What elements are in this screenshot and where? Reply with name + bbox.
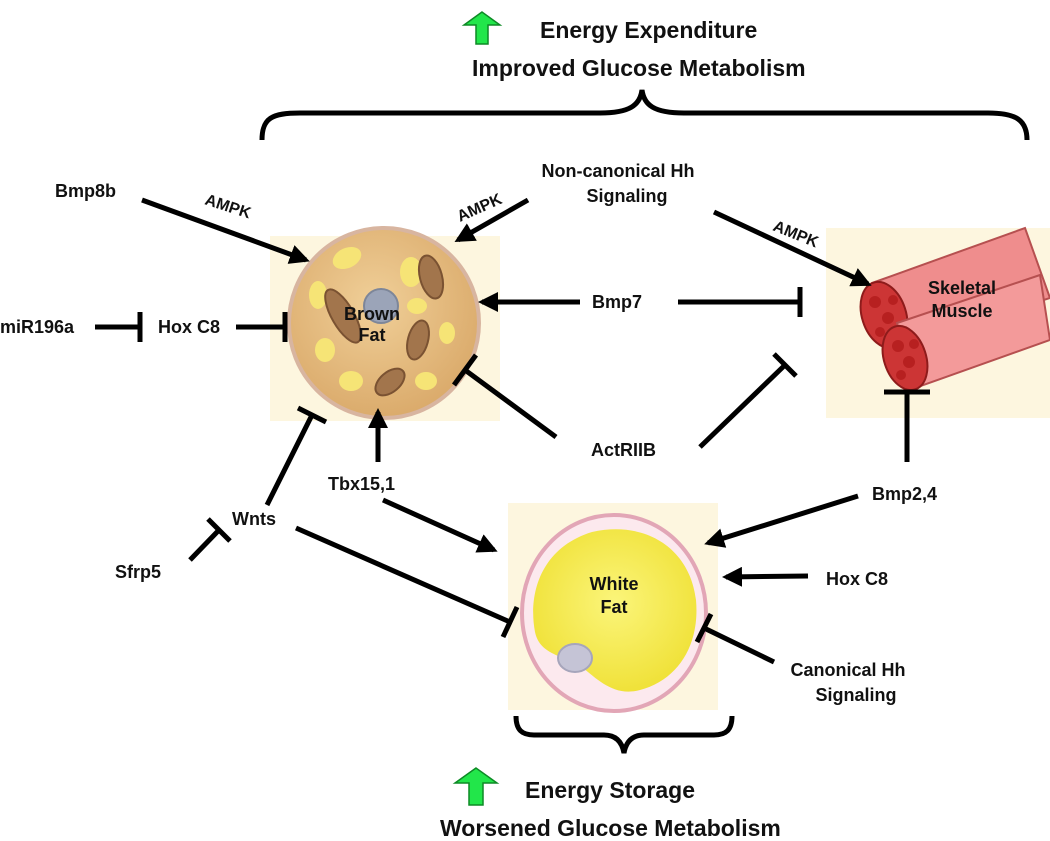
bmp24-label: Bmp2,4 [872, 484, 937, 504]
canonical-hh-inhibits-white [694, 612, 776, 665]
bottom-brace [513, 715, 735, 754]
footer-up-arrow-icon [452, 767, 500, 806]
bmp7-label: Bmp7 [592, 292, 642, 312]
brown-fat-cell [270, 226, 500, 421]
actriib-inhibits-muscle [698, 352, 798, 449]
footer-title: Energy Storage [525, 777, 695, 803]
bmp24-inhibits-muscle [884, 389, 930, 462]
hoxc8-inhibits-brown [236, 312, 288, 342]
hoxc8-label-brown: Hox C8 [158, 317, 220, 337]
hh-to-muscle-arrow [712, 209, 872, 287]
skeletal-muscle-cell [826, 226, 1050, 418]
brown-fat-label-2: Fat [359, 325, 386, 345]
top-brace [259, 89, 1030, 141]
brown-fat-label-1: Brown [344, 304, 400, 324]
actriib-inhibits-brown [451, 353, 558, 440]
header-up-arrow-icon [461, 11, 503, 45]
hh-to-brown-arrow [454, 197, 530, 243]
white-fat-label-1: White [590, 574, 639, 594]
muscle-label-1: Skeletal [928, 278, 996, 298]
footer-subtitle: Worsened Glucose Metabolism [440, 815, 781, 841]
wnts-inhibits-white [294, 525, 520, 639]
white-fat-cell [508, 503, 718, 713]
tbx15-to-white-arrow [381, 497, 498, 553]
tbx15-label: Tbx15,1 [328, 474, 395, 494]
ampk-label-bmp8b: AMPK [203, 192, 253, 223]
mir196a-label: miR196a [0, 317, 75, 337]
ampk-label-hh-muscle: AMPK [771, 218, 821, 252]
actriib-label: ActRIIB [591, 440, 656, 460]
bmp7-inhibits-muscle [678, 287, 803, 317]
muscle-label-2: Muscle [931, 301, 992, 321]
wnts-inhibits-brown [264, 405, 328, 507]
noncanonical-hh-label-2: Signaling [587, 186, 668, 206]
mir196a-inhibits-hoxc8 [95, 312, 143, 342]
canonical-hh-label-1: Canonical Hh [790, 660, 905, 680]
canonical-hh-label-2: Signaling [816, 685, 897, 705]
hoxc8-to-white-arrow [722, 566, 809, 587]
noncanonical-hh-label-1: Non-canonical Hh [541, 161, 694, 181]
header-title: Energy Expenditure [540, 17, 757, 43]
hoxc8-label-white: Hox C8 [826, 569, 888, 589]
sfrp5-label: Sfrp5 [115, 562, 161, 582]
white-fat-label-2: Fat [601, 597, 628, 617]
sfrp5-inhibits-wnts [188, 517, 232, 562]
bmp8b-to-brown-arrow [141, 197, 310, 264]
bmp24-to-white-arrow [704, 493, 859, 548]
ampk-label-hh-brown: AMPK [455, 191, 505, 226]
wnts-label: Wnts [232, 509, 276, 529]
bmp8b-label: Bmp8b [55, 181, 116, 201]
header-subtitle: Improved Glucose Metabolism [472, 55, 806, 81]
